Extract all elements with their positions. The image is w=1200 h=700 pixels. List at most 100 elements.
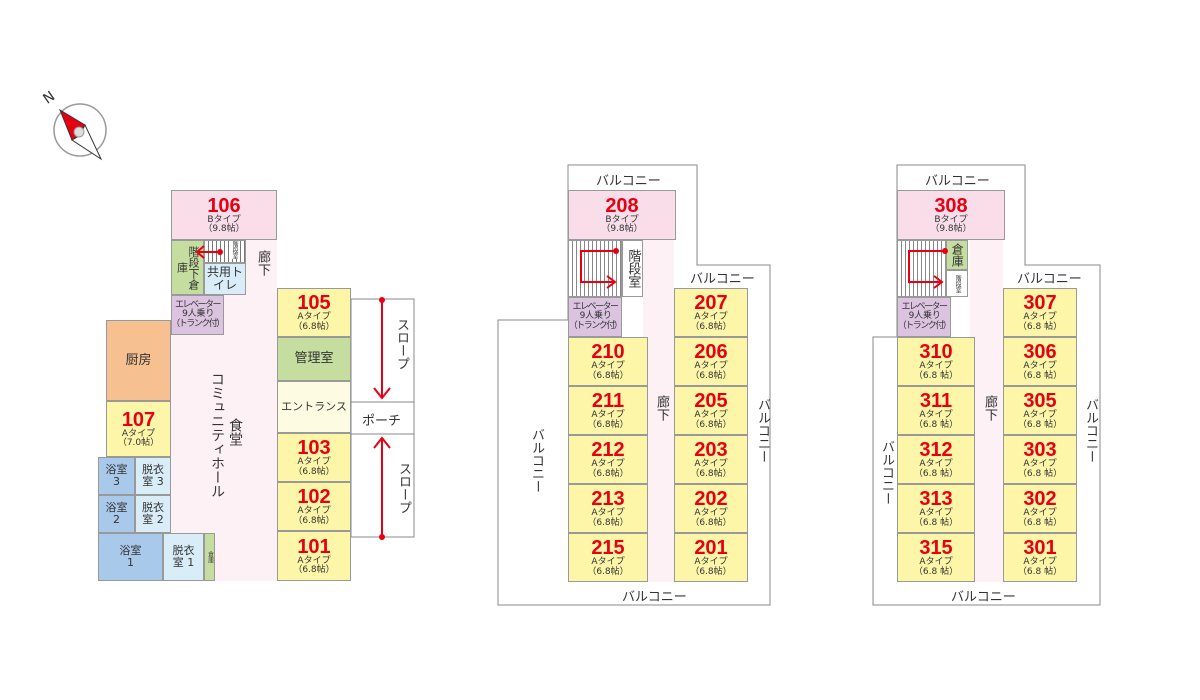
- room-number: 103: [297, 437, 331, 460]
- room-number: 203: [694, 439, 728, 462]
- shared-toilet-label: 共用トイレ: [206, 265, 243, 292]
- room-type: Aタイプ: [694, 508, 728, 519]
- room-type: Aタイプ: [1023, 312, 1057, 323]
- room-number: 307: [1023, 292, 1057, 315]
- room-type: Aタイプ: [1023, 508, 1057, 519]
- room-number: 202: [694, 488, 728, 511]
- bath-2: 浴室 2: [98, 495, 135, 533]
- stairwell-2f: 階段室: [622, 240, 643, 297]
- elevator-1f-label: （トランク付）: [171, 318, 225, 329]
- floor2-outline: [497, 164, 771, 606]
- room-type: Aタイプ: [591, 508, 625, 519]
- balcony-2f-left: バルコニー: [529, 428, 544, 493]
- room-type: Aタイプ: [121, 428, 156, 439]
- room-type: Aタイプ: [297, 555, 331, 566]
- room-size: （6.8帖）: [587, 370, 629, 381]
- room-size: （6.8 帖）: [1017, 370, 1063, 381]
- bath-1-label: 浴室 1: [119, 544, 142, 569]
- under-stair-storage: 階段下倉庫: [171, 240, 204, 295]
- room-number: 315: [919, 537, 953, 560]
- room-size: （7.0帖）: [117, 438, 160, 448]
- corridor-1f-label: 廊下: [255, 250, 270, 276]
- room-size: （6.8 帖）: [913, 419, 959, 430]
- room-size: （6.8帖）: [587, 468, 629, 479]
- room-type: Aタイプ: [591, 410, 625, 421]
- floor3-outline: [872, 164, 1101, 606]
- room-size: （6.8帖）: [690, 566, 732, 577]
- entrance: エントランス: [277, 381, 351, 433]
- dressing-3-label: 脱衣室 3: [142, 463, 164, 488]
- corridor-3f: [970, 240, 1003, 582]
- room-size: （6.8帖）: [690, 517, 732, 528]
- balcony-2f-right-top: バルコニー: [690, 272, 755, 287]
- room-type: Aタイプ: [1023, 410, 1057, 421]
- room-number: 102: [297, 486, 331, 509]
- room-type: Aタイプ: [919, 361, 953, 372]
- room-type: Bタイプ: [207, 214, 241, 225]
- room-size: （6.8帖）: [293, 466, 335, 477]
- stairwell-3f: 階段室: [946, 270, 968, 297]
- bath-3: 浴室 3: [98, 457, 135, 495]
- room-size: （6.8 帖）: [913, 517, 959, 528]
- room-number: 313: [919, 488, 953, 511]
- room-type: Aタイプ: [694, 410, 728, 421]
- room-type: Bタイプ: [934, 214, 968, 225]
- balcony-3f-top: バルコニー: [925, 174, 990, 189]
- elevator-2f-label: （トランク付）: [568, 320, 623, 331]
- dressing-1-label: 脱衣室 1: [172, 544, 195, 569]
- room-number: 212: [591, 439, 625, 462]
- elevator-3f-label: エレベーター: [901, 301, 948, 312]
- balcony-3f-right-top: バルコニー: [1017, 272, 1082, 287]
- room-size: （9.8帖）: [203, 224, 245, 234]
- corridor-1f: [246, 240, 277, 300]
- room-size: （6.8帖）: [587, 419, 629, 430]
- room-size: （6.8帖）: [587, 566, 629, 577]
- room-number: 106: [207, 194, 241, 217]
- office: 管理室: [277, 337, 351, 381]
- room-number: 105: [297, 292, 331, 315]
- corridor-3f-label: 廊下: [982, 395, 997, 421]
- dressing-2: 脱衣室 2: [135, 495, 171, 533]
- room-number: 213: [591, 488, 625, 511]
- room-size: （6.8 帖）: [913, 468, 959, 479]
- balcony-2f-right: バルコニー: [755, 398, 770, 463]
- room-type: Aタイプ: [591, 361, 625, 372]
- elevator-1f-label: 9 人 乗 り: [182, 309, 214, 320]
- room-number: 211: [591, 390, 625, 413]
- room-number: 305: [1023, 390, 1057, 413]
- room-type: Aタイプ: [1023, 459, 1057, 470]
